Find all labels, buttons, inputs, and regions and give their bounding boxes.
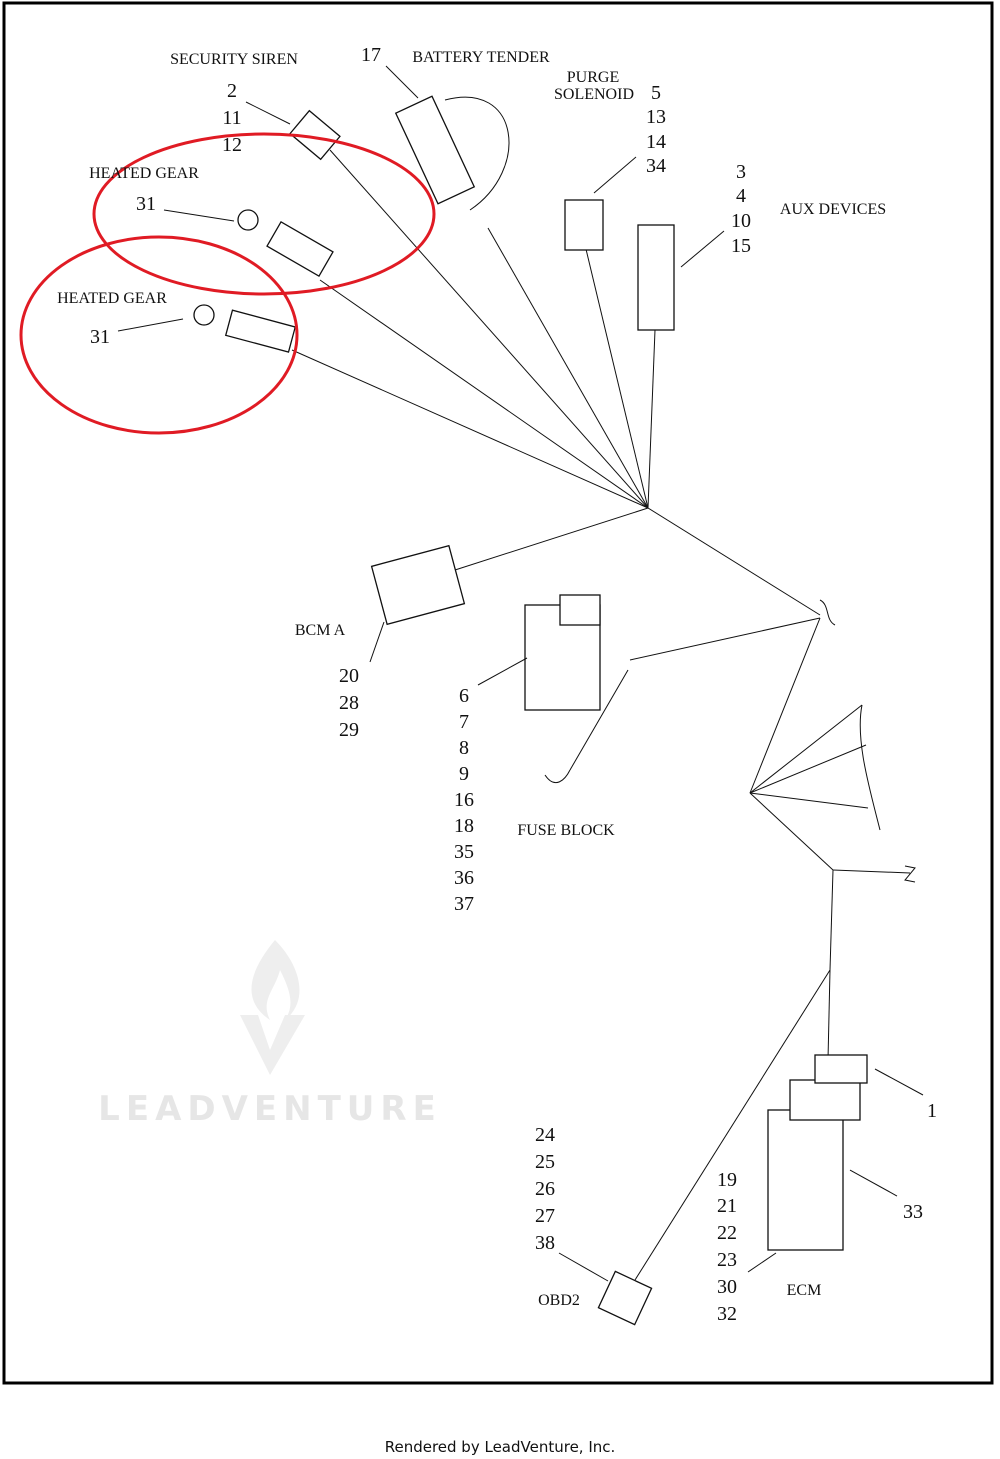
callout-number[interactable]: 36 <box>454 867 474 889</box>
callout-number[interactable]: 31 <box>90 326 110 348</box>
callout-number[interactable]: 28 <box>339 692 359 714</box>
purge-solenoid-connector[interactable] <box>564 199 604 251</box>
callout-number[interactable]: 15 <box>731 235 751 257</box>
watermark-logo: LEADVENTURE <box>98 940 442 1129</box>
callout-number[interactable]: 26 <box>535 1178 555 1200</box>
callout-number[interactable]: 9 <box>459 763 469 785</box>
callout-number[interactable]: 25 <box>535 1151 555 1173</box>
callout-number[interactable]: 21 <box>717 1195 737 1217</box>
callout-number[interactable]: 19 <box>717 1169 737 1191</box>
highlight-circle-heated-gear-2 <box>19 235 299 435</box>
label-heated-gear: HEATED GEAR <box>89 165 199 182</box>
callout-number[interactable]: 18 <box>454 815 474 837</box>
callout-number[interactable]: 23 <box>717 1249 737 1271</box>
callout-number[interactable]: 35 <box>454 841 474 863</box>
callout-number[interactable]: 2 <box>227 80 237 102</box>
callout-number[interactable]: 33 <box>903 1201 923 1223</box>
callout-number[interactable]: 32 <box>717 1303 737 1325</box>
ecm-module[interactable] <box>767 1054 868 1251</box>
heated-gear-connector-1[interactable] <box>237 209 334 278</box>
callout-number[interactable]: 8 <box>459 737 469 759</box>
label-ecm: ECM <box>787 1282 822 1299</box>
callout-number[interactable]: 13 <box>646 106 666 128</box>
callout-number[interactable]: 6 <box>459 685 469 707</box>
highlight-circle-heated-gear-1 <box>92 132 436 296</box>
security-siren-connector[interactable] <box>289 109 341 161</box>
callout-number[interactable]: 24 <box>535 1124 555 1146</box>
label-obd2: OBD2 <box>538 1292 580 1309</box>
callout-number[interactable]: 10 <box>731 210 751 232</box>
watermark-text: LEADVENTURE <box>98 1089 442 1129</box>
callout-number[interactable]: 29 <box>339 719 359 741</box>
callout-number[interactable]: 27 <box>535 1205 555 1227</box>
callout-number[interactable]: 1 <box>927 1100 937 1122</box>
callout-number[interactable]: 16 <box>454 789 474 811</box>
label-heated-gear: HEATED GEAR <box>57 290 167 307</box>
battery-tender-connector[interactable] <box>394 95 510 211</box>
callout-number[interactable]: 7 <box>459 711 469 733</box>
callout-number[interactable]: 14 <box>646 131 666 153</box>
label-fuse-block: FUSE BLOCK <box>517 822 615 839</box>
callout-number[interactable]: 37 <box>454 893 474 915</box>
aux-devices-connector[interactable] <box>637 224 675 331</box>
callout-number[interactable]: 11 <box>222 107 241 129</box>
callout-number[interactable]: 34 <box>646 155 666 177</box>
callout-number[interactable]: 3 <box>736 161 746 183</box>
label-purge-solenoid: PURGE <box>567 69 619 86</box>
obd2-connector[interactable] <box>597 1270 653 1326</box>
bcm-a-connector[interactable] <box>370 544 466 626</box>
callout-number[interactable]: 20 <box>339 665 359 687</box>
callout-number[interactable]: 5 <box>651 82 661 104</box>
label-aux-devices: AUX DEVICES <box>780 201 886 218</box>
wires <box>291 149 916 1281</box>
label-purge-solenoid: SOLENOID <box>554 86 634 103</box>
callout-number[interactable]: 30 <box>717 1276 737 1298</box>
label-battery-tender: BATTERY TENDER <box>412 49 550 66</box>
fuse-block[interactable] <box>524 594 601 711</box>
callout-number[interactable]: 31 <box>136 193 156 215</box>
leader-lines <box>117 65 924 1282</box>
label-security-siren: SECURITY SIREN <box>170 51 298 68</box>
footer-credit: Rendered by LeadVenture, Inc. <box>385 1438 616 1456</box>
callout-number[interactable]: 12 <box>222 134 242 156</box>
callout-number[interactable]: 17 <box>361 44 381 66</box>
callout-number[interactable]: 38 <box>535 1232 555 1254</box>
heated-gear-connector-2[interactable] <box>193 304 297 353</box>
label-bcm-a: BCM A <box>295 622 346 639</box>
callout-number[interactable]: 4 <box>736 185 746 207</box>
callout-number[interactable]: 22 <box>717 1222 737 1244</box>
